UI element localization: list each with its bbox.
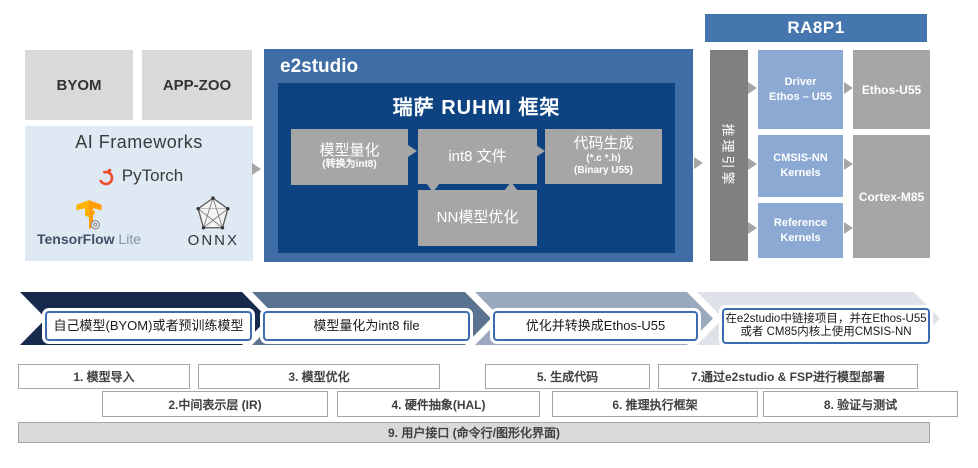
reference-kernels-box: Reference Kernels xyxy=(758,203,843,258)
cmsis-line2: Kernels xyxy=(780,167,821,179)
arrow-engine-to-driver xyxy=(748,82,757,94)
pytorch-logo: PyTorch xyxy=(25,158,253,194)
arrow-engine-to-cmsis xyxy=(748,158,757,170)
inference-engine-label: 推理引擎 xyxy=(720,123,736,188)
arrow-e2studio-to-engine xyxy=(694,157,703,169)
model-quantization-box: 模型量化 (转换为int8) xyxy=(291,129,408,185)
tensorflow-lite-label: Lite xyxy=(114,231,141,247)
ai-frameworks-title: AI Frameworks xyxy=(75,131,203,152)
tensorflow-icon xyxy=(74,199,104,231)
flow-step-4-label: 在e2studio中链接项目，并在Ethos-U55或者 CM85内核上使用CM… xyxy=(722,308,930,344)
cmsis-nn-kernels-box: CMSIS-NN Kernels xyxy=(758,135,843,197)
layer-7-model-deployment: 7.通过e2studio & FSP进行模型部署 xyxy=(658,364,918,389)
code-generation-sub1: (*.c *.h) xyxy=(586,152,621,164)
arrow-int8-to-codegen xyxy=(536,145,545,157)
layer-8-verification-testing: 8. 验证与测试 xyxy=(763,391,958,417)
layer-1-model-import: 1. 模型导入 xyxy=(18,364,190,389)
reference-line2: Kernels xyxy=(780,231,821,244)
onnx-logo: ONNX xyxy=(188,196,239,249)
e2studio-label: e2studio xyxy=(280,56,359,77)
driver-line2: Ethos – U55 xyxy=(769,90,832,103)
arrow-ai-to-e2studio xyxy=(252,163,261,175)
arrow-nnopt-to-int8 xyxy=(504,182,518,191)
app-zoo-box: APP-ZOO xyxy=(142,50,252,120)
arrow-engine-to-reference xyxy=(748,222,757,234)
onnx-label: ONNX xyxy=(187,232,239,249)
ethos-u55-box: Ethos-U55 xyxy=(853,50,930,129)
code-generation-sub2: (Binary U55) xyxy=(574,165,633,177)
cmsis-line1: CMSIS-NN xyxy=(773,152,828,165)
ra8p1-header: RA8P1 xyxy=(705,14,927,42)
inference-engine-bar: 推理引擎 xyxy=(710,50,748,261)
layer-6-inference-framework: 6. 推理执行框架 xyxy=(552,391,758,417)
ruhmi-framework-title: 瑞萨 RUHMI 框架 xyxy=(392,96,561,119)
reference-line1: Reference xyxy=(773,216,828,229)
e2studio-container: e2studio 瑞萨 RUHMI 框架 模型量化 (转换为int8) int8… xyxy=(264,49,693,262)
arrow-driver-to-ethos xyxy=(844,82,853,94)
arrow-int8-to-nnopt xyxy=(426,183,440,192)
onnx-icon xyxy=(195,196,231,232)
flow-step-1-label: 自己模型(BYOM)或者预训练模型 xyxy=(45,311,252,341)
ruhmi-framework-box: 瑞萨 RUHMI 框架 模型量化 (转换为int8) int8 文件 代码生成 … xyxy=(278,83,675,253)
byom-box: BYOM xyxy=(25,50,133,120)
layer-9-user-interface: 9. 用户接口 (命令行/图形化界面) xyxy=(18,422,930,443)
layer-3-model-optimization: 3. 模型优化 xyxy=(198,364,440,389)
layer-2-intermediate-representation: 2.中间表示层 (IR) xyxy=(102,391,328,417)
driver-ethos-u55-box: Driver Ethos – U55 xyxy=(758,50,843,129)
driver-line1: Driver xyxy=(784,75,817,88)
arrow-quant-to-int8 xyxy=(408,145,417,157)
tensorflow-lite-logo: TensorFlow Lite xyxy=(37,199,141,249)
pytorch-label: PyTorch xyxy=(121,166,184,185)
arrow-cmsis-to-cortex xyxy=(844,158,853,170)
nn-model-optimization-box: NN模型优化 xyxy=(418,190,537,246)
cortex-m85-box: Cortex-M85 xyxy=(853,135,930,258)
ai-frameworks-box: AI Frameworks PyTorch xyxy=(25,126,253,261)
layer-4-hardware-abstraction: 4. 硬件抽象(HAL) xyxy=(337,391,540,417)
code-generation-box: 代码生成 (*.c *.h) (Binary U55) xyxy=(545,129,662,184)
layer-5-code-generation: 5. 生成代码 xyxy=(485,364,650,389)
int8-file-box: int8 文件 xyxy=(418,129,537,184)
model-quantization-subtitle: (转换为int8) xyxy=(322,159,377,171)
arrow-reference-to-cortex xyxy=(844,222,853,234)
code-generation-title: 代码生成 xyxy=(573,135,634,153)
tensorflow-label: TensorFlow xyxy=(37,231,115,247)
pytorch-flame-icon xyxy=(95,165,117,187)
model-quantization-title: 模型量化 xyxy=(319,142,380,160)
flow-step-3-label: 优化并转换成Ethos-U55 xyxy=(493,311,698,341)
flow-step-2-label: 模型量化为int8 file xyxy=(263,311,470,341)
